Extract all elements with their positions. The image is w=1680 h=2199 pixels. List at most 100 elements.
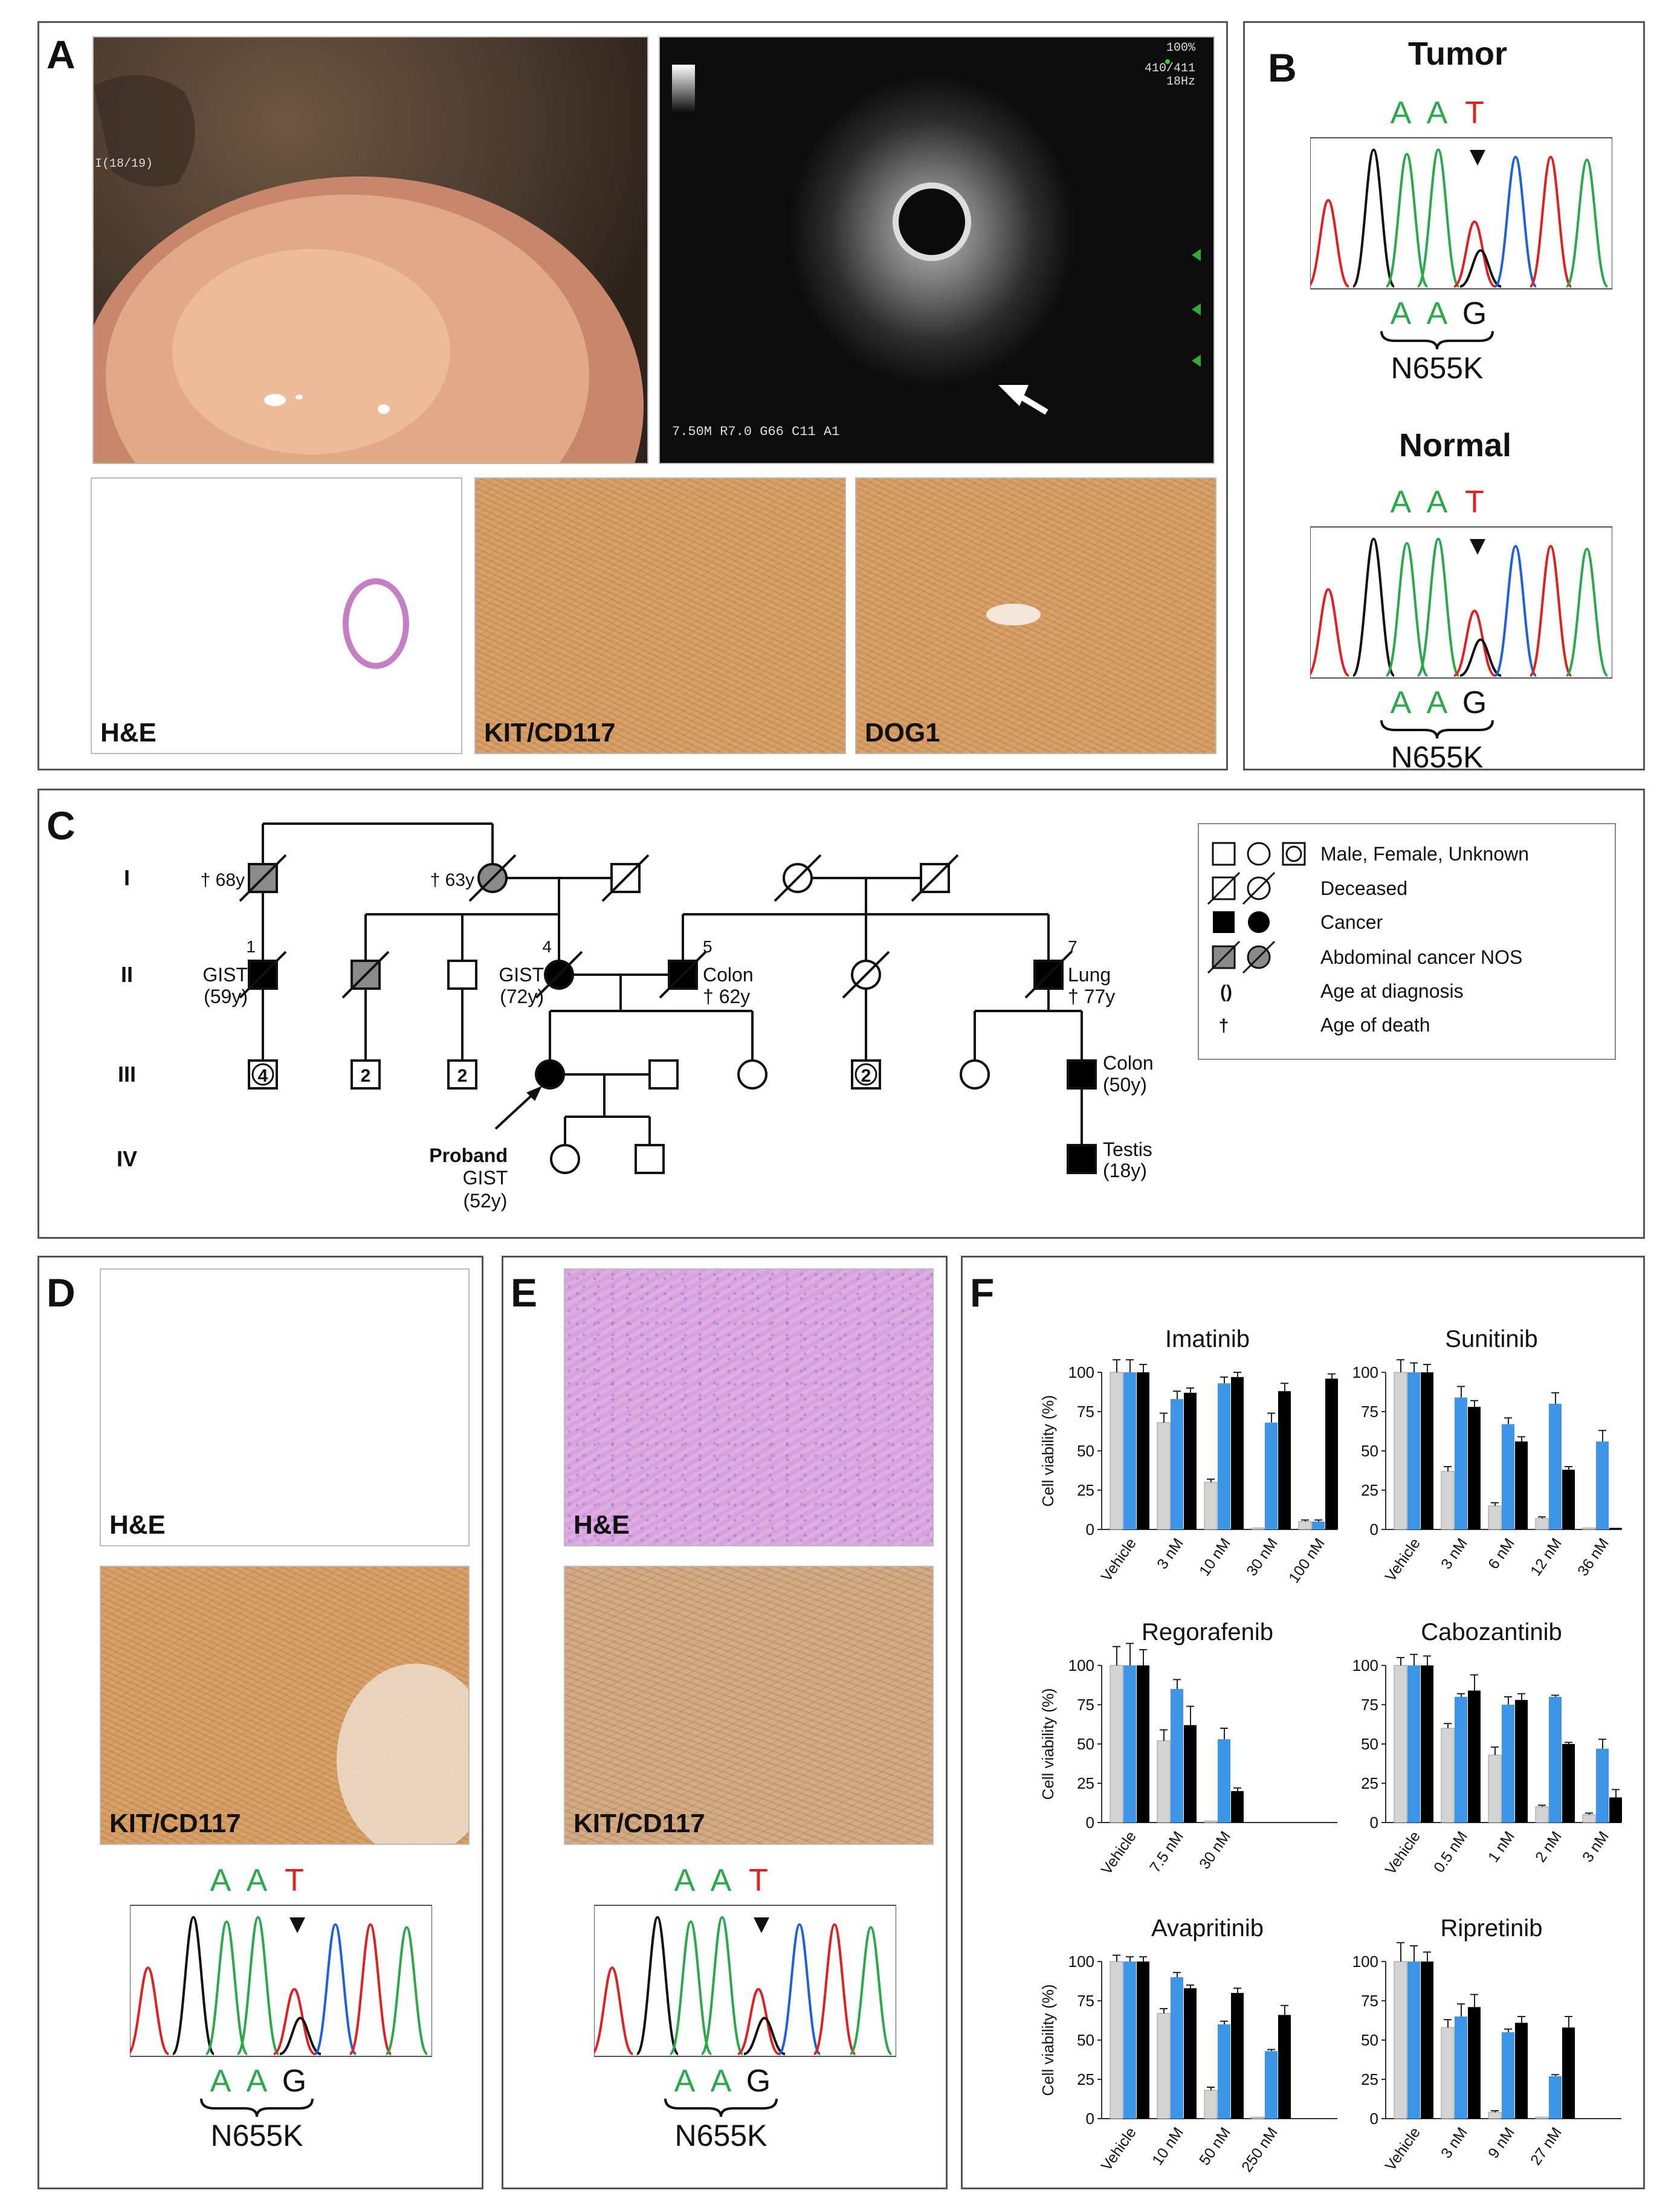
diagnosis: GIST bbox=[202, 964, 248, 986]
proband-son bbox=[635, 1144, 665, 1174]
y-tick-label: 50 bbox=[1361, 1442, 1378, 1460]
ref-base: A bbox=[247, 1863, 268, 1898]
bar bbox=[1562, 1744, 1575, 1823]
stain-label: KIT/CD117 bbox=[573, 1809, 705, 1838]
chart-title: Avapritinib bbox=[1151, 1915, 1264, 1942]
bar bbox=[1184, 1392, 1197, 1529]
bar bbox=[1218, 2024, 1230, 2119]
pedigree-text: 4 bbox=[542, 937, 552, 956]
stain-label: H&E bbox=[109, 1510, 166, 1540]
trace-frame bbox=[1310, 526, 1613, 679]
ref-base: A bbox=[1391, 95, 1412, 131]
y-tick-label: 25 bbox=[1077, 1481, 1094, 1499]
mut-base: A bbox=[1391, 296, 1412, 331]
ref-base: A bbox=[1427, 485, 1448, 520]
age-of-death: † 77y bbox=[1068, 986, 1115, 1007]
bar bbox=[1218, 1383, 1230, 1529]
x-tick-label: 30 nM bbox=[1243, 1535, 1281, 1579]
legend-male-icon bbox=[1212, 842, 1236, 866]
generation-label: II bbox=[121, 962, 133, 987]
x-tick-label: 10 nM bbox=[1149, 2124, 1187, 2168]
ref-base: A bbox=[674, 1863, 696, 1898]
y-tick-label: 0 bbox=[1370, 1813, 1378, 1832]
y-tick-label: 0 bbox=[1086, 1520, 1094, 1539]
mut-base: G bbox=[746, 2064, 771, 2099]
ref-base: A bbox=[1391, 485, 1412, 520]
bar bbox=[1468, 2007, 1481, 2119]
mutation-arrowhead bbox=[754, 1917, 769, 1933]
legend-entry: Age at diagnosis bbox=[1320, 980, 1464, 1002]
bar bbox=[1110, 1961, 1123, 2119]
panel-label: C bbox=[47, 803, 76, 848]
trace-frame bbox=[593, 1905, 897, 2057]
bar bbox=[1468, 1690, 1481, 1823]
bar bbox=[1609, 1797, 1622, 1823]
sibling-count: 2 bbox=[457, 1066, 468, 1086]
pedigree-text: 1 bbox=[246, 937, 256, 956]
x-tick-label: 0.5 nM bbox=[1430, 1828, 1471, 1876]
bar bbox=[1407, 1962, 1420, 2119]
testis-cancer-symbol bbox=[1067, 1144, 1097, 1174]
panel-a: A I(18/19) bbox=[37, 21, 1228, 770]
mut-base: G bbox=[1462, 296, 1487, 331]
endoscopy-counter: I(18/19) bbox=[95, 157, 153, 171]
bar bbox=[1325, 1378, 1338, 1529]
pedigree-text: 5 bbox=[703, 937, 712, 956]
bar bbox=[1251, 1527, 1265, 1530]
bar bbox=[1278, 1391, 1291, 1529]
trace-peak bbox=[1494, 155, 1537, 288]
x-tick-label: 9 nM bbox=[1485, 2124, 1518, 2162]
trace-peak bbox=[1565, 547, 1609, 677]
cousin-female bbox=[960, 1059, 990, 1090]
trace-peak bbox=[778, 1923, 821, 2055]
bar bbox=[1204, 1820, 1218, 1823]
normal-title: Normal bbox=[1399, 427, 1512, 463]
bar bbox=[1488, 2112, 1502, 2119]
y-tick-label: 100 bbox=[1068, 1656, 1094, 1674]
bar bbox=[1394, 1961, 1407, 2119]
kit-stain-image: KIT/CD117 bbox=[100, 1566, 470, 1845]
x-tick-label: Vehicle bbox=[1098, 2124, 1140, 2174]
diagnosis: Colon bbox=[1103, 1052, 1154, 1074]
bar bbox=[1184, 1725, 1197, 1823]
trace-peak bbox=[813, 1923, 856, 2055]
bar bbox=[1123, 1665, 1136, 1823]
y-tick-label: 0 bbox=[1370, 1520, 1378, 1539]
y-tick-label: 50 bbox=[1077, 1735, 1094, 1753]
x-tick-label: 3 nM bbox=[1579, 1828, 1612, 1865]
deceased-slash bbox=[911, 854, 959, 902]
mut-base: G bbox=[1462, 685, 1487, 720]
proband-spouse bbox=[648, 1059, 679, 1090]
trace-peak bbox=[669, 1920, 712, 2055]
bar bbox=[1231, 1791, 1244, 1823]
eus-zoom: 100% bbox=[1166, 41, 1195, 55]
trace-frame bbox=[1310, 137, 1613, 289]
trace-peak bbox=[385, 1926, 428, 2055]
x-tick-label: Vehicle bbox=[1382, 1535, 1424, 1584]
bar bbox=[1171, 1399, 1183, 1529]
bar bbox=[1184, 1988, 1197, 2119]
trace-peak bbox=[236, 1916, 280, 2055]
trace-peak bbox=[737, 1987, 780, 2055]
bar bbox=[1441, 2027, 1455, 2119]
bar bbox=[1251, 2116, 1265, 2119]
bar bbox=[1204, 1482, 1218, 1530]
y-tick-label: 25 bbox=[1361, 1774, 1378, 1792]
chart-title: Regorafenib bbox=[1142, 1619, 1273, 1645]
bar bbox=[1312, 1522, 1325, 1529]
x-tick-label: 2 nM bbox=[1532, 1828, 1565, 1865]
bar bbox=[1562, 1470, 1575, 1529]
proband-diagnosis: GIST bbox=[463, 1167, 508, 1189]
offspring-group-male bbox=[351, 1059, 381, 1090]
y-tick-label: 75 bbox=[1077, 1696, 1094, 1714]
bar bbox=[1204, 2090, 1218, 2119]
eus-settings: 7.50M R7.0 G66 C11 A1 bbox=[672, 424, 840, 439]
codon-bracket bbox=[1380, 720, 1494, 739]
